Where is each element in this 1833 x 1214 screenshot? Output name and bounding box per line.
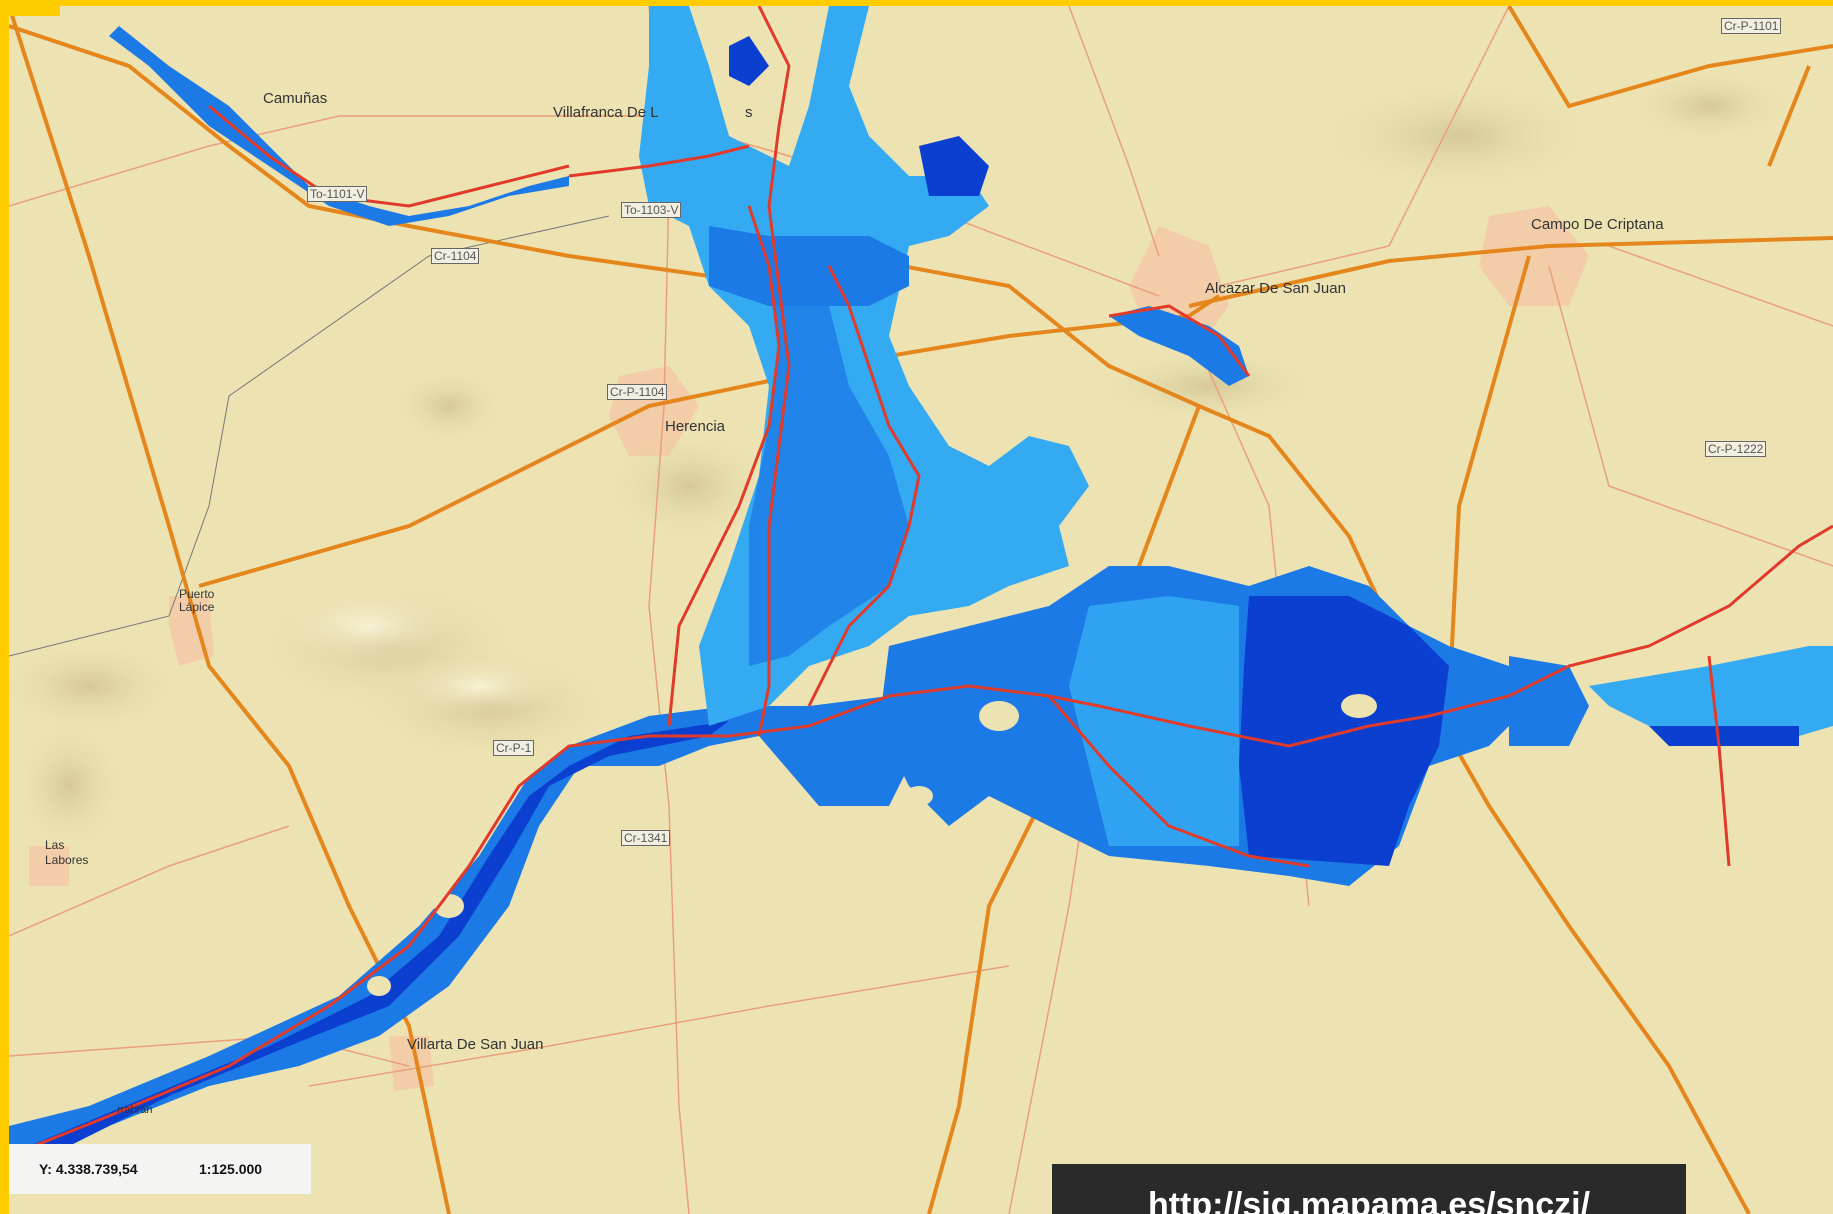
rivers <box>9 6 1833 1158</box>
town-label: Villafranca De L <box>553 104 659 121</box>
town-label: Herencia <box>665 418 726 435</box>
town-label: Las Labores <box>45 838 89 867</box>
source-url-box: http://sig.mapama.es/snczi/ <box>1052 1164 1686 1214</box>
road-label: Cr-1341 <box>621 830 671 846</box>
road-label: Cr-P-1101 <box>1721 18 1782 34</box>
town-label: Alcazar De San Juan <box>1205 280 1346 297</box>
frame-corner <box>0 0 60 16</box>
source-url[interactable]: http://sig.mapama.es/snczi/ <box>1147 1186 1591 1214</box>
road-label: Cr-P-1222 <box>1705 441 1767 457</box>
town-label: Camuñas <box>263 90 328 107</box>
road-label: Cr-P-1104 <box>607 384 668 400</box>
town-label: Villarta De San Juan <box>407 1036 544 1053</box>
terrain-relief <box>9 66 1799 856</box>
y-coordinate-readout: Y: 4.338.739,54 <box>39 1161 138 1177</box>
road-label: To-1103-V <box>621 202 682 218</box>
town-label: Puerto Lápice <box>179 587 215 614</box>
scale-readout: 1:125.000 <box>199 1161 263 1177</box>
road-label: Cr-P-1 <box>493 740 535 756</box>
flood-extent <box>9 6 1833 1176</box>
map-canvas <box>9 6 1833 1214</box>
town-label: Campo De Criptana <box>1531 216 1664 233</box>
town-label: rrabrán <box>117 1104 153 1116</box>
coordinate-status-bar: Y: 4.338.739,54 1:125.000 <box>9 1144 311 1194</box>
flood-map[interactable]: Cr-P-1101 To-1101-V To-1103-V Cr-1104 Cr… <box>9 6 1833 1214</box>
town-label: s <box>745 104 753 121</box>
urban-areas <box>29 206 1589 1091</box>
road-label: To-1101-V <box>307 186 368 202</box>
road-label: Cr-1104 <box>431 248 480 264</box>
